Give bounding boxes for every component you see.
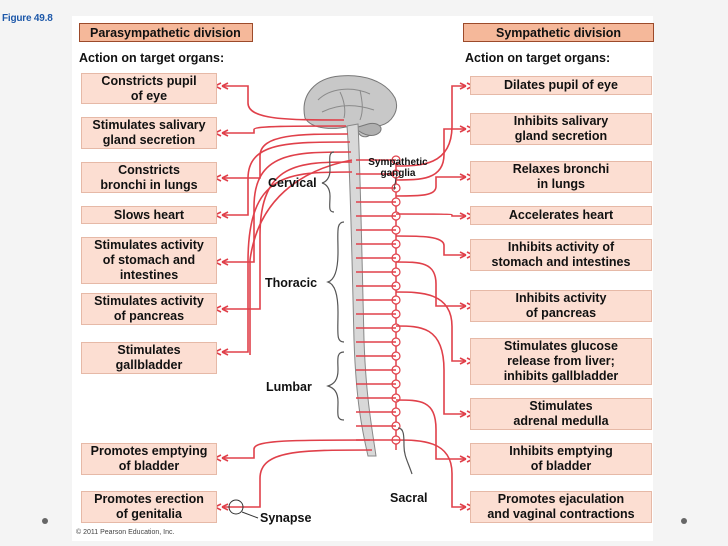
parasympathetic-nerve <box>222 85 345 121</box>
sympathetic-arrow <box>459 503 474 511</box>
parasympathetic-nerve <box>222 449 373 508</box>
sympathetic-arrow <box>459 302 474 310</box>
symp-action-bladder: Inhibits emptying of bladder <box>470 443 652 475</box>
parasympathetic-arrow <box>214 348 229 356</box>
symp-action-ejaculation: Promotes ejaculation and vaginal contrac… <box>470 491 652 523</box>
symp-action-liver: Stimulates glucose release from liver; i… <box>470 338 652 385</box>
brain-illustration <box>303 75 397 138</box>
symp-action-heart: Accelerates heart <box>470 206 652 225</box>
sympathetic-arrow <box>459 173 474 181</box>
cervical-brace <box>321 151 335 213</box>
sympathetic-nerve <box>395 261 466 307</box>
symp-action-stomach: Inhibits activity of stomach and intesti… <box>470 239 652 271</box>
parasympathetic-arrow <box>214 454 229 462</box>
symp-action-adrenal: Stimulates adrenal medulla <box>470 398 652 430</box>
sympathetic-arrow <box>459 125 474 133</box>
sympathetic-nerve <box>395 85 466 167</box>
sympathetic-arrow <box>459 410 474 418</box>
parasympathetic-nerve <box>222 439 371 459</box>
sympathetic-nerve <box>395 128 466 181</box>
parasympathetic-arrow <box>214 129 229 137</box>
sacral-brace <box>397 427 413 475</box>
sympathetic-ganglia-label: Sympathetic ganglia <box>368 157 428 179</box>
parasympathetic-nerve <box>222 133 349 179</box>
parasympathetic-nerve <box>222 151 352 263</box>
sympathetic-arrow <box>459 455 474 463</box>
bullet-dot-left <box>42 518 48 524</box>
synapse-marker <box>228 499 244 515</box>
symp-action-pupil: Dilates pupil of eye <box>470 76 652 95</box>
sympathetic-nerve <box>395 291 466 362</box>
sympathetic-nerve <box>395 325 466 415</box>
lumbar-label: Lumbar <box>266 380 312 394</box>
lumbar-brace <box>326 351 345 421</box>
sympathetic-nerve <box>395 399 466 460</box>
para-action-bladder: Promotes emptying of bladder <box>81 443 217 475</box>
para-action-pancreas: Stimulates activity of pancreas <box>81 293 217 325</box>
parasympathetic-nerve <box>222 171 353 353</box>
para-action-genitalia: Promotes erection of genitalia <box>81 491 217 523</box>
sympathetic-nerve <box>395 213 466 217</box>
sympathetic-nerve <box>395 235 466 256</box>
parasympathetic-nerve <box>222 161 353 310</box>
parasympathetic-nerve <box>222 141 351 216</box>
para-action-bronchi: Constricts bronchi in lungs <box>81 162 217 193</box>
parasympathetic-subheader: Action on target organs: <box>79 51 225 65</box>
symp-action-pancreas: Inhibits activity of pancreas <box>470 290 652 322</box>
para-action-pupil: Constricts pupil of eye <box>81 73 217 104</box>
sympathetic-subheader: Action on target organs: <box>465 51 611 65</box>
parasympathetic-arrow <box>214 211 229 219</box>
parasympathetic-arrow <box>214 174 229 182</box>
sympathetic-nerve <box>395 176 466 197</box>
parasympathetic-arrow <box>214 503 229 511</box>
para-action-gallbladder: Stimulates gallbladder <box>81 342 217 374</box>
sympathetic-arrow <box>459 82 474 90</box>
para-action-stomach: Stimulates activity of stomach and intes… <box>81 237 217 284</box>
figure-label: Figure 49.8 <box>2 13 53 24</box>
vagus-nerve <box>249 159 353 355</box>
parasympathetic-nerve <box>222 125 347 134</box>
region-braces <box>321 151 413 475</box>
sympathetic-arrow <box>459 357 474 365</box>
sympathetic-arrow <box>459 212 474 220</box>
cervical-label: Cervical <box>268 176 317 190</box>
para-action-salivary: Stimulates salivary gland secretion <box>81 117 217 149</box>
copyright: © 2011 Pearson Education, Inc. <box>76 529 175 536</box>
para-action-heart: Slows heart <box>81 206 217 224</box>
thoracic-label: Thoracic <box>265 276 318 290</box>
sacral-label: Sacral <box>390 491 428 505</box>
thoracic-brace <box>326 221 345 343</box>
parasympathetic-header: Parasympathetic division <box>79 23 253 42</box>
parasympathetic-arrow <box>214 258 229 266</box>
synapse-label: Synapse <box>260 511 312 525</box>
parasympathetic-arrow <box>214 305 229 313</box>
symp-action-bronchi: Relaxes bronchi in lungs <box>470 161 652 193</box>
parasympathetic-arrow <box>214 82 229 90</box>
bullet-dot-right <box>681 518 687 524</box>
sympathetic-arrow <box>459 251 474 259</box>
spinal-cord <box>346 123 377 457</box>
sympathetic-header: Sympathetic division <box>463 23 654 42</box>
symp-action-salivary: Inhibits salivary gland secretion <box>470 113 652 145</box>
sympathetic-nerve <box>395 439 466 508</box>
